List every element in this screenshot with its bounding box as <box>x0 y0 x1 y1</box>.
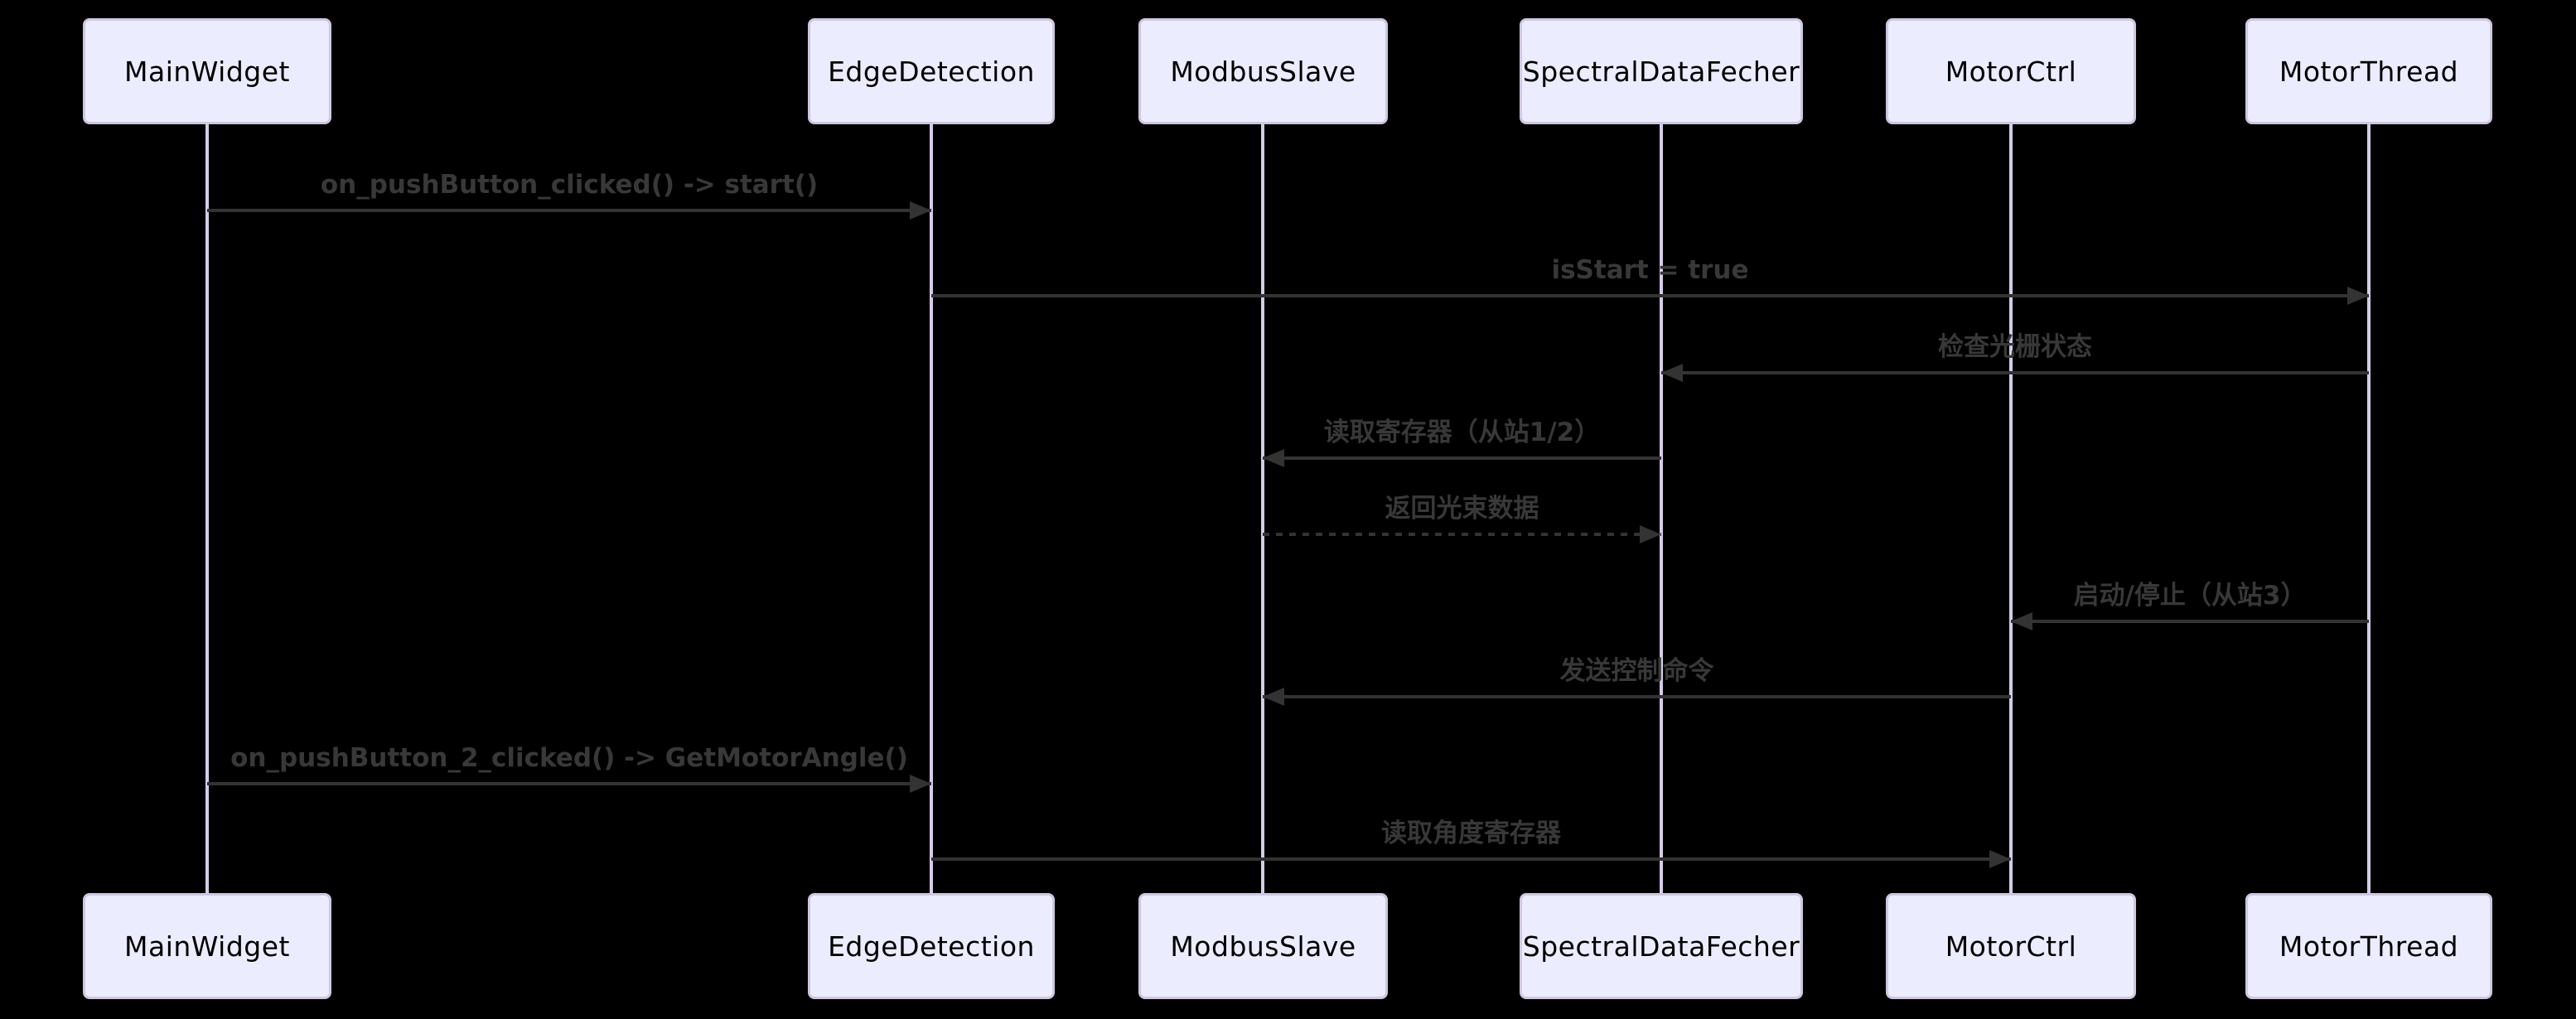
actor-label: MotorThread <box>2279 55 2459 88</box>
message-label: on_pushButton_clicked() -> start() <box>320 170 819 200</box>
message-line <box>207 782 931 785</box>
arrowhead-icon <box>1640 525 1661 543</box>
lifeline-motorctrl <box>2009 124 2013 893</box>
message-label: 发送控制命令 <box>1559 656 1714 686</box>
actor-label: EdgeDetection <box>828 55 1035 88</box>
message-line <box>931 857 2011 861</box>
actor-label: SpectralDataFecher <box>1522 930 1800 963</box>
message-line <box>207 209 931 212</box>
message-label: on_pushButton_2_clicked() -> GetMotorAng… <box>230 743 908 773</box>
lifeline-modbusslave <box>1261 124 1264 893</box>
actor-top-edgedetection: EdgeDetection <box>808 18 1055 124</box>
lifeline-motorthread <box>2367 124 2371 893</box>
message-line <box>1263 456 1661 460</box>
actor-label: SpectralDataFecher <box>1522 55 1800 88</box>
message-label: 返回光束数据 <box>1385 494 1539 524</box>
actor-top-modbusslave: ModbusSlave <box>1138 18 1388 124</box>
arrowhead-icon <box>1263 449 1284 467</box>
actor-bottom-mainwidget: MainWidget <box>83 893 331 999</box>
arrowhead-icon <box>1661 364 1683 382</box>
arrowhead-icon <box>2347 287 2369 305</box>
actor-bottom-modbusslave: ModbusSlave <box>1138 893 1388 999</box>
message-label: 读取寄存器（从站1/2） <box>1323 418 1601 447</box>
message-label: 启动/停止（从站3） <box>2073 581 2307 611</box>
message-line <box>1263 533 1661 536</box>
actor-bottom-motorctrl: MotorCtrl <box>1886 893 2136 999</box>
actor-label: MainWidget <box>124 55 290 88</box>
actor-bottom-spectraldatafecher: SpectralDataFecher <box>1520 893 1803 999</box>
actor-top-spectraldatafecher: SpectralDataFecher <box>1520 18 1803 124</box>
lifeline-mainwidget <box>205 124 209 893</box>
message-label: 检查光栅状态 <box>1938 332 2092 362</box>
actor-bottom-edgedetection: EdgeDetection <box>808 893 1055 999</box>
actor-label: MotorCtrl <box>1945 930 2077 963</box>
lifeline-edgedetection <box>930 124 933 893</box>
message-line <box>1661 371 2369 374</box>
actor-label: EdgeDetection <box>828 930 1035 963</box>
message-label: isStart = true <box>1551 255 1749 285</box>
actor-top-motorthread: MotorThread <box>2245 18 2492 124</box>
message-line <box>2011 620 2369 623</box>
arrowhead-icon <box>1989 850 2011 868</box>
actor-label: MotorThread <box>2279 930 2459 963</box>
message-line <box>1263 695 2011 698</box>
actor-top-mainwidget: MainWidget <box>83 18 331 124</box>
arrowhead-icon <box>1263 688 1284 706</box>
actor-label: MotorCtrl <box>1945 55 2077 88</box>
message-line <box>931 294 2369 297</box>
actor-bottom-motorthread: MotorThread <box>2245 893 2492 999</box>
actor-label: MainWidget <box>124 930 290 963</box>
lifeline-spectraldatafecher <box>1660 124 1663 893</box>
arrowhead-icon <box>910 775 931 793</box>
actor-top-motorctrl: MotorCtrl <box>1886 18 2136 124</box>
actor-label: ModbusSlave <box>1170 930 1356 963</box>
arrowhead-icon <box>910 201 931 220</box>
arrowhead-icon <box>2011 612 2032 630</box>
actor-label: ModbusSlave <box>1170 55 1356 88</box>
message-label: 读取角度寄存器 <box>1381 819 1561 848</box>
